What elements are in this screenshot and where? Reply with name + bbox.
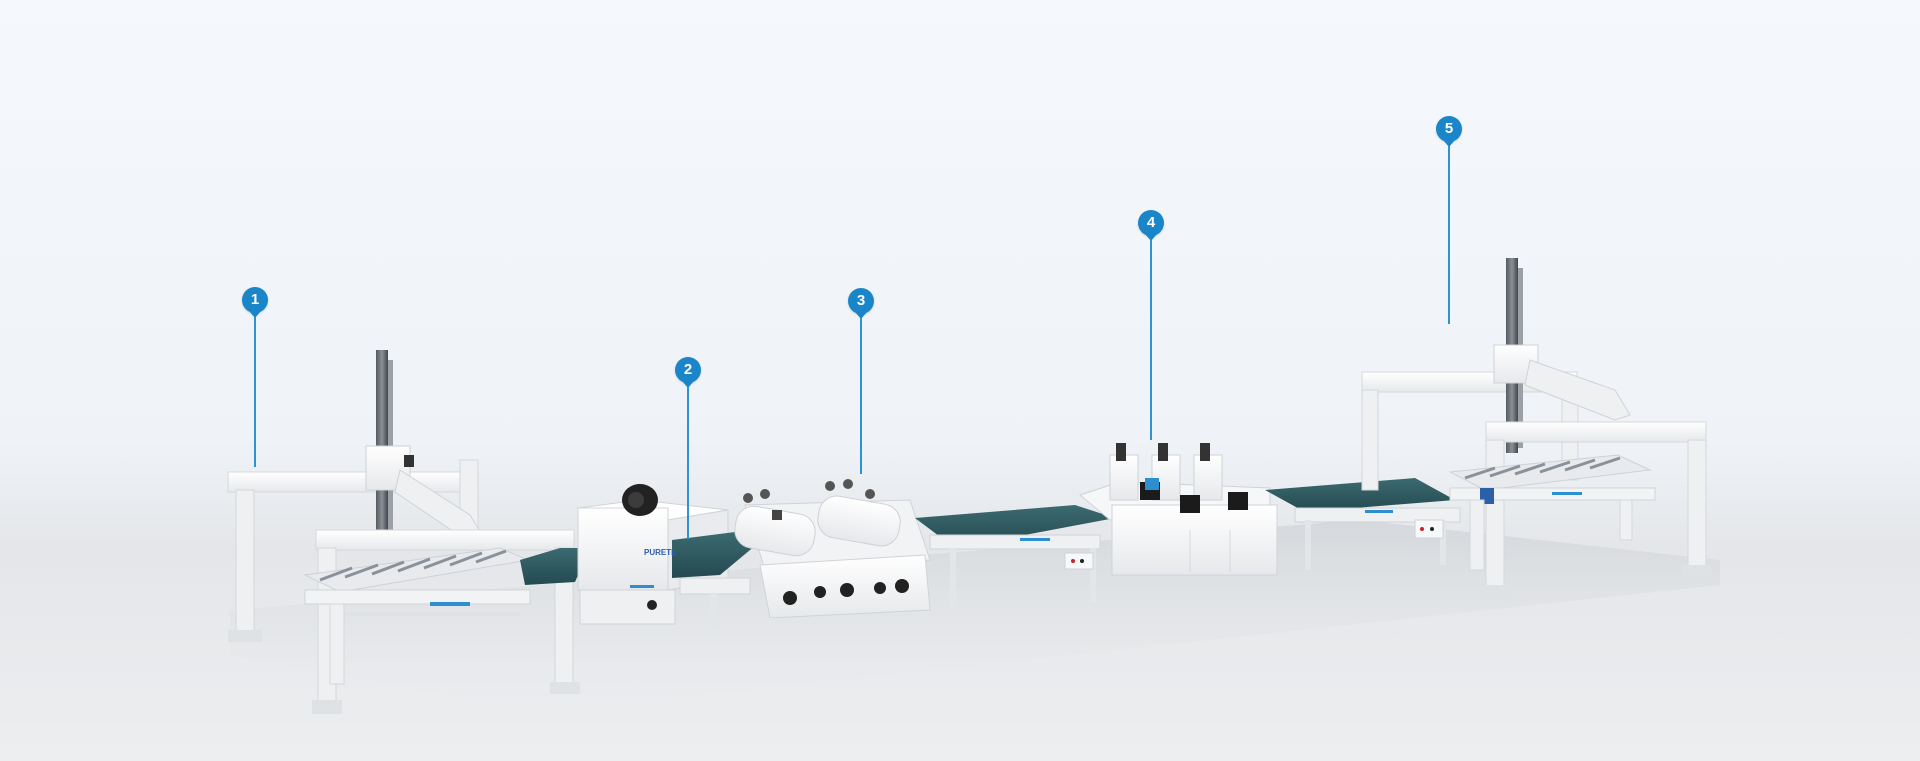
hotspot-5-leader-line (1448, 146, 1450, 324)
hotspot-5[interactable]: 5 (1436, 116, 1462, 324)
hotspot-3-leader-line (860, 318, 862, 474)
hotspot-2-leader-line (687, 387, 689, 539)
middle-conveyor (915, 505, 1115, 610)
station-4-uv-curing (1078, 443, 1278, 576)
floor-shadow (230, 520, 1720, 712)
hotspot-5-label: 5 (1436, 116, 1462, 147)
hotspot-3-label: 3 (848, 288, 874, 319)
right-conveyor (1265, 478, 1461, 570)
station-2-brush-unit (520, 484, 762, 629)
hotspot-1[interactable]: 1 (242, 287, 268, 467)
station-5-unloading-gantry (1361, 258, 1712, 599)
hotspot-1-leader-line (254, 317, 256, 467)
hotspot-4-label: 4 (1138, 210, 1164, 241)
hotspot-4-leader-line (1150, 240, 1152, 440)
station-3-roller-coater (734, 479, 931, 624)
brand-logo-text: PURETE (644, 548, 677, 557)
hotspot-4[interactable]: 4 (1138, 210, 1164, 440)
hotspot-1-label: 1 (242, 287, 268, 318)
hotspot-3[interactable]: 3 (848, 288, 874, 474)
station-1-loading-gantry (227, 350, 580, 714)
hotspot-2[interactable]: 2 (675, 357, 701, 539)
hotspot-2-label: 2 (675, 357, 701, 388)
